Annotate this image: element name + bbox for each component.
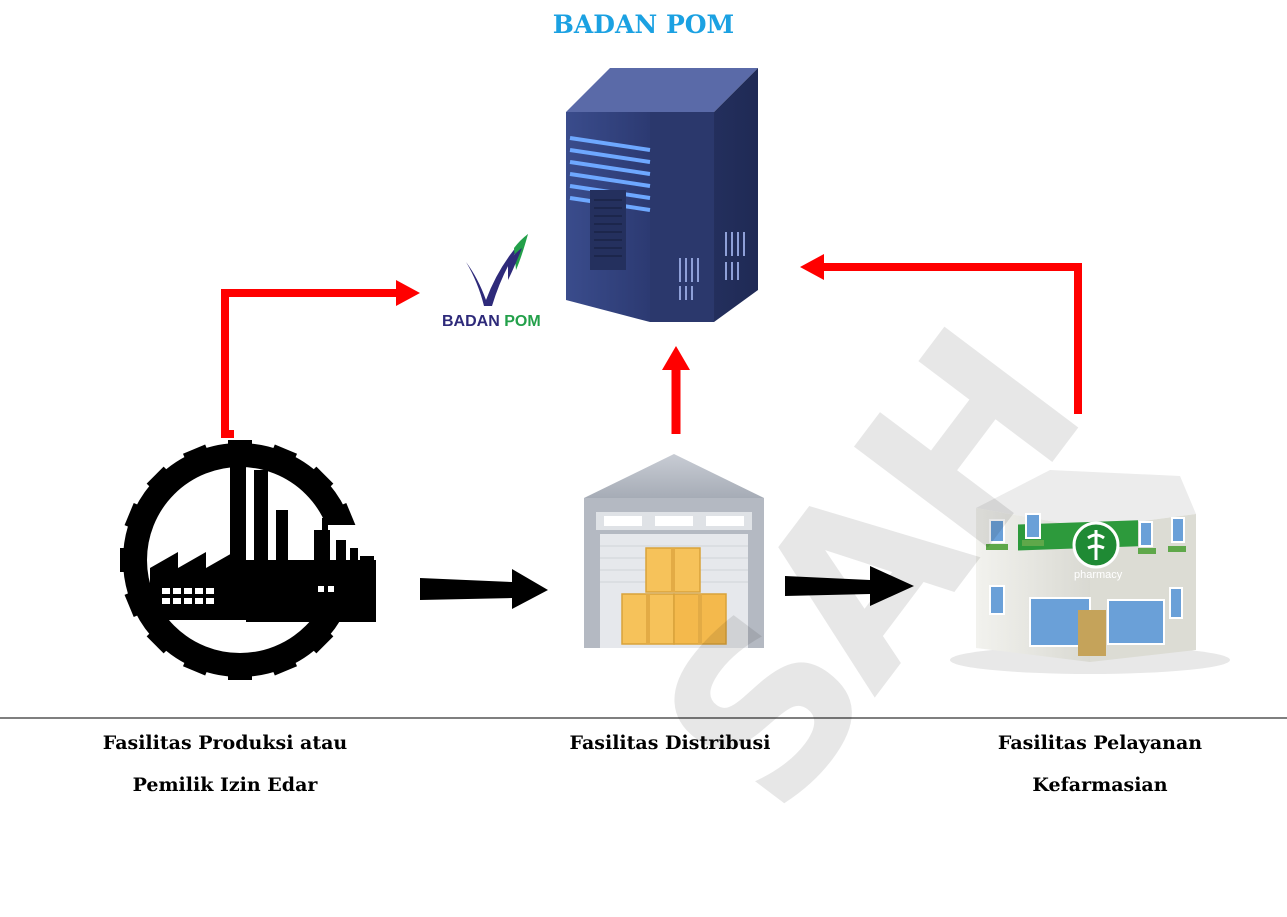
warehouse-icon xyxy=(584,454,764,648)
label-distribution-line1: Fasilitas Distribusi xyxy=(569,732,771,754)
server-icon xyxy=(566,68,758,322)
label-pharmacy-line2: Kefarmasian xyxy=(1032,774,1168,796)
label-pharmacy-line1: Fasilitas Pelayanan xyxy=(997,732,1203,754)
label-production-line2: Pemilik Izin Edar xyxy=(132,774,318,796)
report-arrow-distribution xyxy=(662,346,690,434)
badan-pom-logo-text: BADAN POM xyxy=(442,313,541,331)
flow-arrow-distribution-to-pharmacy xyxy=(785,566,914,606)
page-title: BADAN POM xyxy=(552,10,735,39)
report-arrow-production xyxy=(221,280,420,438)
flow-arrow-production-to-distribution xyxy=(420,569,548,609)
flow-diagram: pharmacy xyxy=(0,68,1287,719)
logo-text-part2: POM xyxy=(504,313,541,330)
pharmacy-building-icon: pharmacy xyxy=(950,470,1230,674)
factory-gear-icon xyxy=(120,440,376,680)
label-production: Fasilitas Produksi atau Pemilik Izin Eda… xyxy=(60,732,390,796)
pharmacy-sign-text: pharmacy xyxy=(1074,569,1123,581)
badan-pom-logo-icon xyxy=(466,234,528,306)
label-pharmacy: Fasilitas Pelayanan Kefarmasian xyxy=(930,732,1270,796)
label-production-line1: Fasilitas Produksi atau xyxy=(102,732,348,754)
report-arrow-pharmacy xyxy=(800,254,1082,414)
label-distribution: Fasilitas Distribusi xyxy=(520,732,820,754)
logo-text-part1: BADAN xyxy=(442,313,505,330)
